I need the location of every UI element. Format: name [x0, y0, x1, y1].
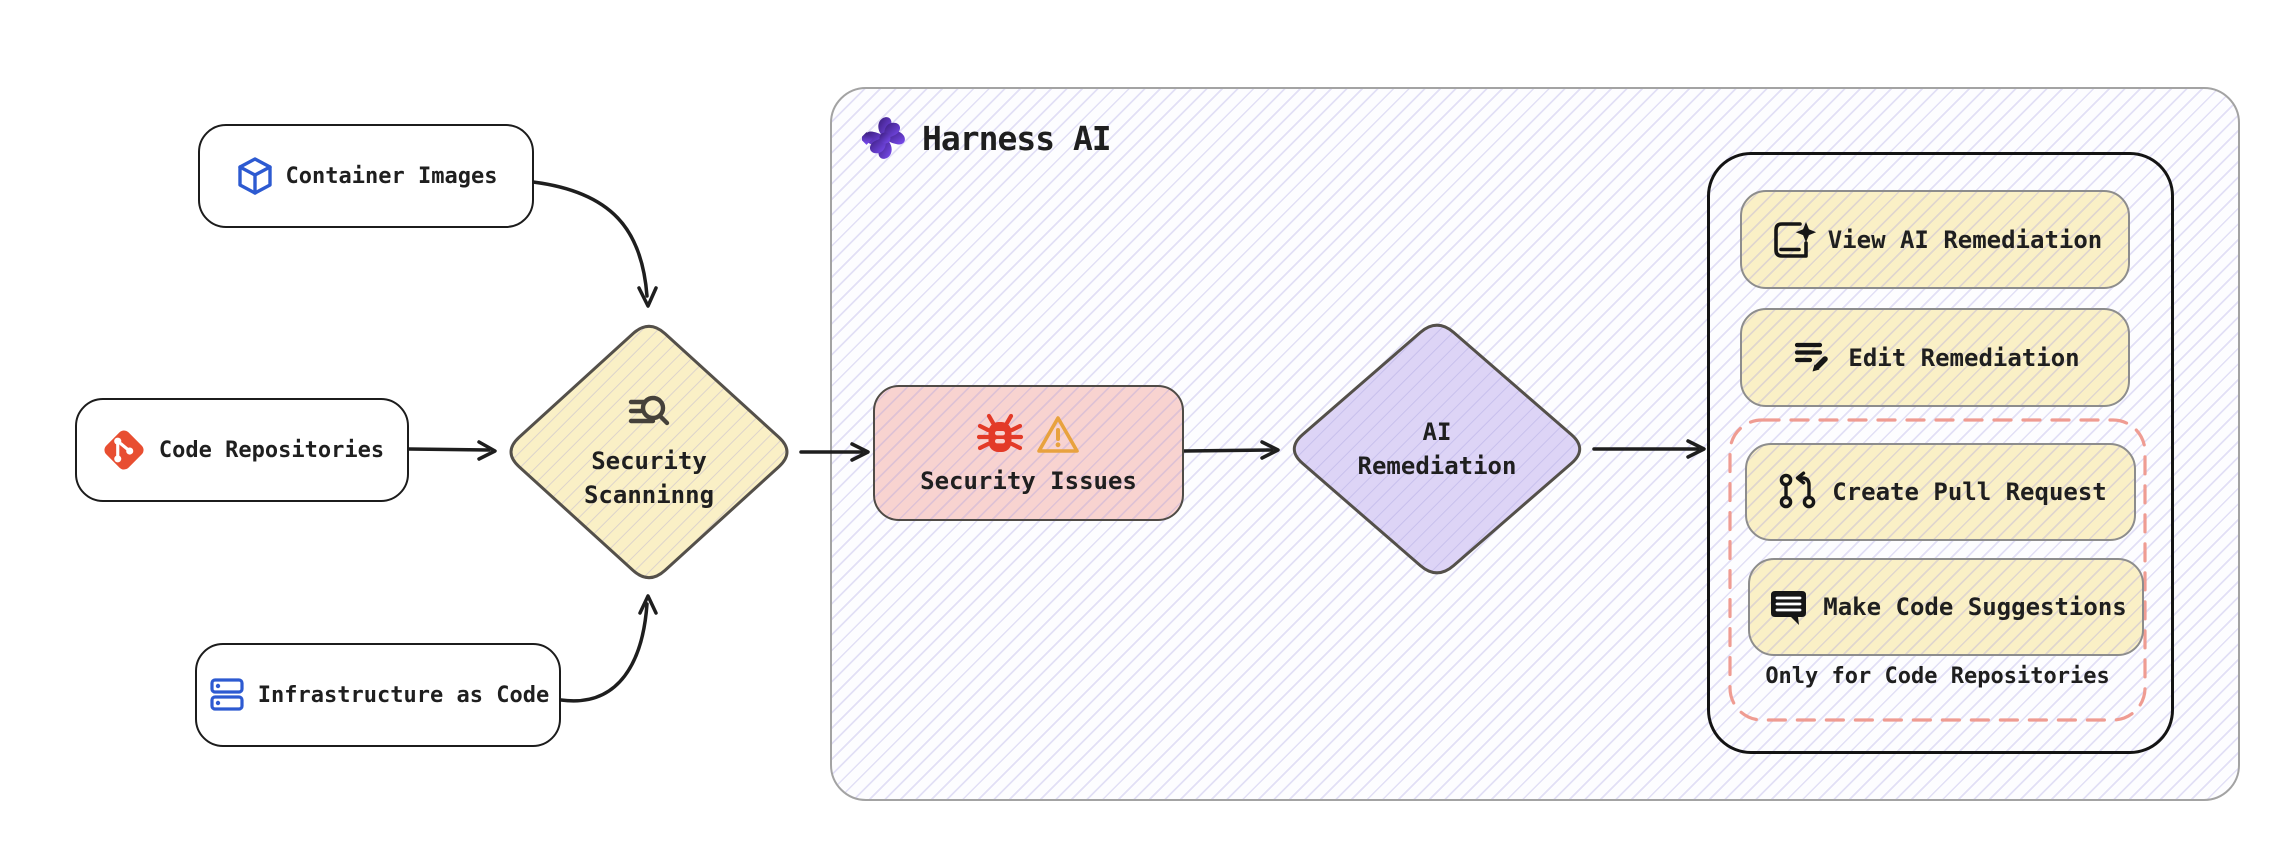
scanning-content: Security Scanninng [500, 316, 798, 588]
node-security-issues: Security Issues [873, 385, 1184, 521]
actions-panel [1707, 152, 2174, 754]
action-label: Make Code Suggestions [1823, 593, 2127, 621]
action-label: Create Pull Request [1832, 478, 2107, 506]
node-container-images: Container Images [198, 124, 534, 228]
action-label: Edit Remediation [1848, 343, 2080, 372]
action-label: View AI Remediation [1827, 225, 2103, 254]
scanning-label-line1: Security [591, 447, 707, 475]
remediation-label-line1: AI [1422, 418, 1452, 446]
bug-icon [976, 413, 1023, 452]
action-edit-remediation: Edit Remediation [1740, 308, 2130, 407]
action-view-ai-remediation: View AI Remediation [1740, 190, 2130, 289]
arrow-container-images-to-scanning [531, 180, 658, 308]
node-label: Infrastructure as Code [257, 682, 550, 708]
doc-sparkle-icon [1773, 221, 1816, 258]
remediation-label-line2: Remediation [1357, 452, 1517, 480]
arrow-code-repositories-to-scanning [407, 440, 497, 461]
code-suggestion-icon [1771, 591, 1807, 625]
diamond-shape [509, 324, 789, 580]
node-security-scanning: Security Scanninng [500, 316, 798, 588]
scanning-label-line2: Scanninng [583, 481, 715, 509]
group-note: Only for Code Repositories [1765, 664, 2110, 689]
server-stack-icon [210, 678, 244, 711]
arrow-iac-to-scanning [559, 594, 658, 703]
remediation-content: AI Remediation [1283, 315, 1591, 583]
harness-flower-icon [862, 117, 905, 159]
action-make-code-suggestions: Make Code Suggestions [1748, 558, 2144, 656]
warning-icon [1036, 416, 1079, 453]
node-code-repositories: Code Repositories [75, 398, 409, 502]
code-repos-only-group [1728, 418, 2147, 722]
node-label: Code Repositories [158, 437, 385, 463]
node-label: Container Images [285, 163, 498, 189]
action-create-pull-request: Create Pull Request [1745, 443, 2136, 541]
issues-label: Security Issues [920, 467, 1137, 495]
node-infrastructure-as-code: Infrastructure as Code [195, 643, 561, 747]
git-icon [104, 430, 144, 470]
harness-ai-title: Harness AI [922, 118, 1112, 158]
issues-icons [976, 411, 1082, 457]
node-ai-remediation: AI Remediation [1283, 315, 1591, 583]
pull-request-icon [1779, 471, 1816, 509]
edit-list-icon [1795, 342, 1829, 371]
harness-ai-header: Harness AI [862, 113, 1112, 163]
diamond-shape [1292, 323, 1582, 575]
scan-search-icon [628, 395, 670, 426]
cube-icon [237, 157, 272, 195]
